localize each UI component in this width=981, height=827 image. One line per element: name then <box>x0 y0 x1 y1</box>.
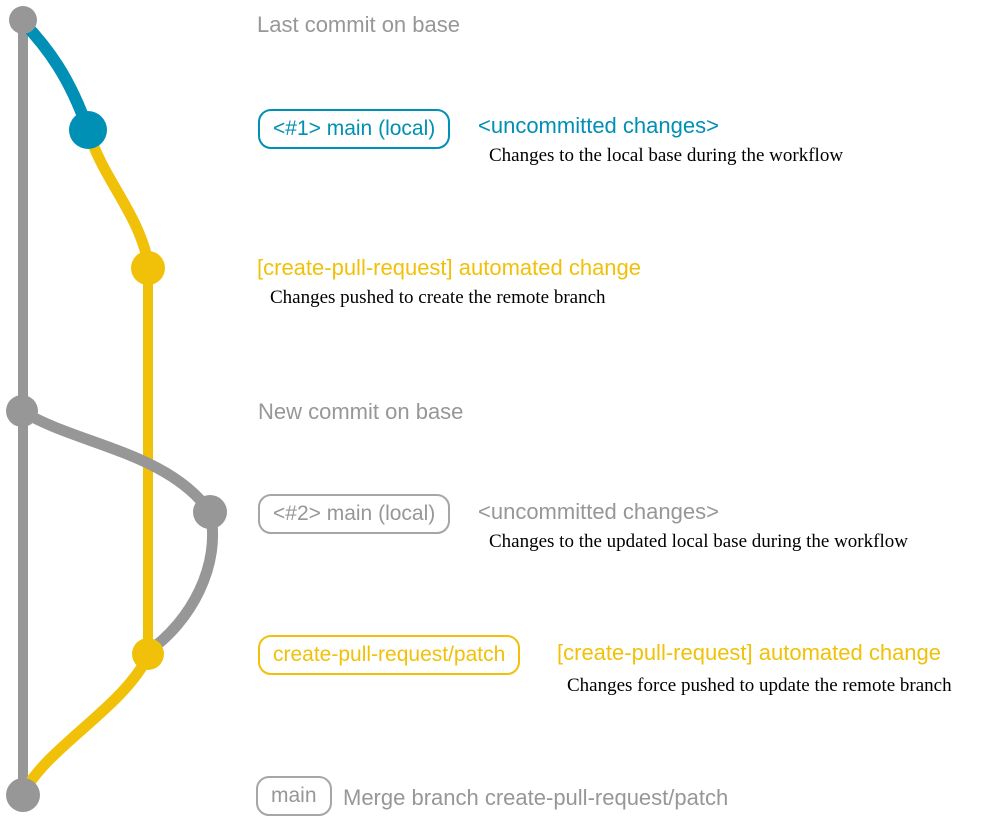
remote-merge-curve <box>19 650 154 796</box>
label-new-commit-on-base: New commit on base <box>258 399 464 424</box>
base-to-local-2-curve <box>16 405 216 518</box>
label-last-commit-on-base: Last commit on base <box>257 12 460 37</box>
label-merge-branch: Merge branch create-pull-request/patch <box>343 785 729 810</box>
heading-uncommitted-changes-2: <uncommitted changes> <box>478 499 719 524</box>
commit-dot-local-2 <box>193 495 227 529</box>
commit-dot-last-base <box>9 6 37 34</box>
commit-dot-local-1 <box>69 111 107 149</box>
local-2-to-remote-curve <box>144 506 219 656</box>
commit-dot-remote-2 <box>132 638 164 670</box>
remote-branch-out-curve <box>82 124 154 268</box>
note-local-changes-1: Changes to the local base during the wor… <box>489 145 844 166</box>
badge-main: main <box>256 776 332 816</box>
heading-uncommitted-changes-1: <uncommitted changes> <box>478 113 719 138</box>
note-local-changes-2: Changes to the updated local base during… <box>489 531 908 552</box>
note-push-remote-branch: Changes pushed to create the remote bran… <box>270 287 606 308</box>
badge-create-pull-request-patch: create-pull-request/patch <box>258 635 521 675</box>
note-force-push-remote-branch: Changes force pushed to update the remot… <box>567 675 952 696</box>
commit-dot-new-base <box>6 395 38 427</box>
commit-dot-remote-1 <box>131 251 165 285</box>
badge-main-local-1: <#1> main (local) <box>258 109 451 149</box>
heading-automated-change-1: [create-pull-request] automated change <box>257 255 642 280</box>
commit-dot-merge <box>6 778 40 812</box>
badge-main-local-2: <#2> main (local) <box>258 494 451 534</box>
heading-automated-change-2: [create-pull-request] automated change <box>557 640 942 665</box>
